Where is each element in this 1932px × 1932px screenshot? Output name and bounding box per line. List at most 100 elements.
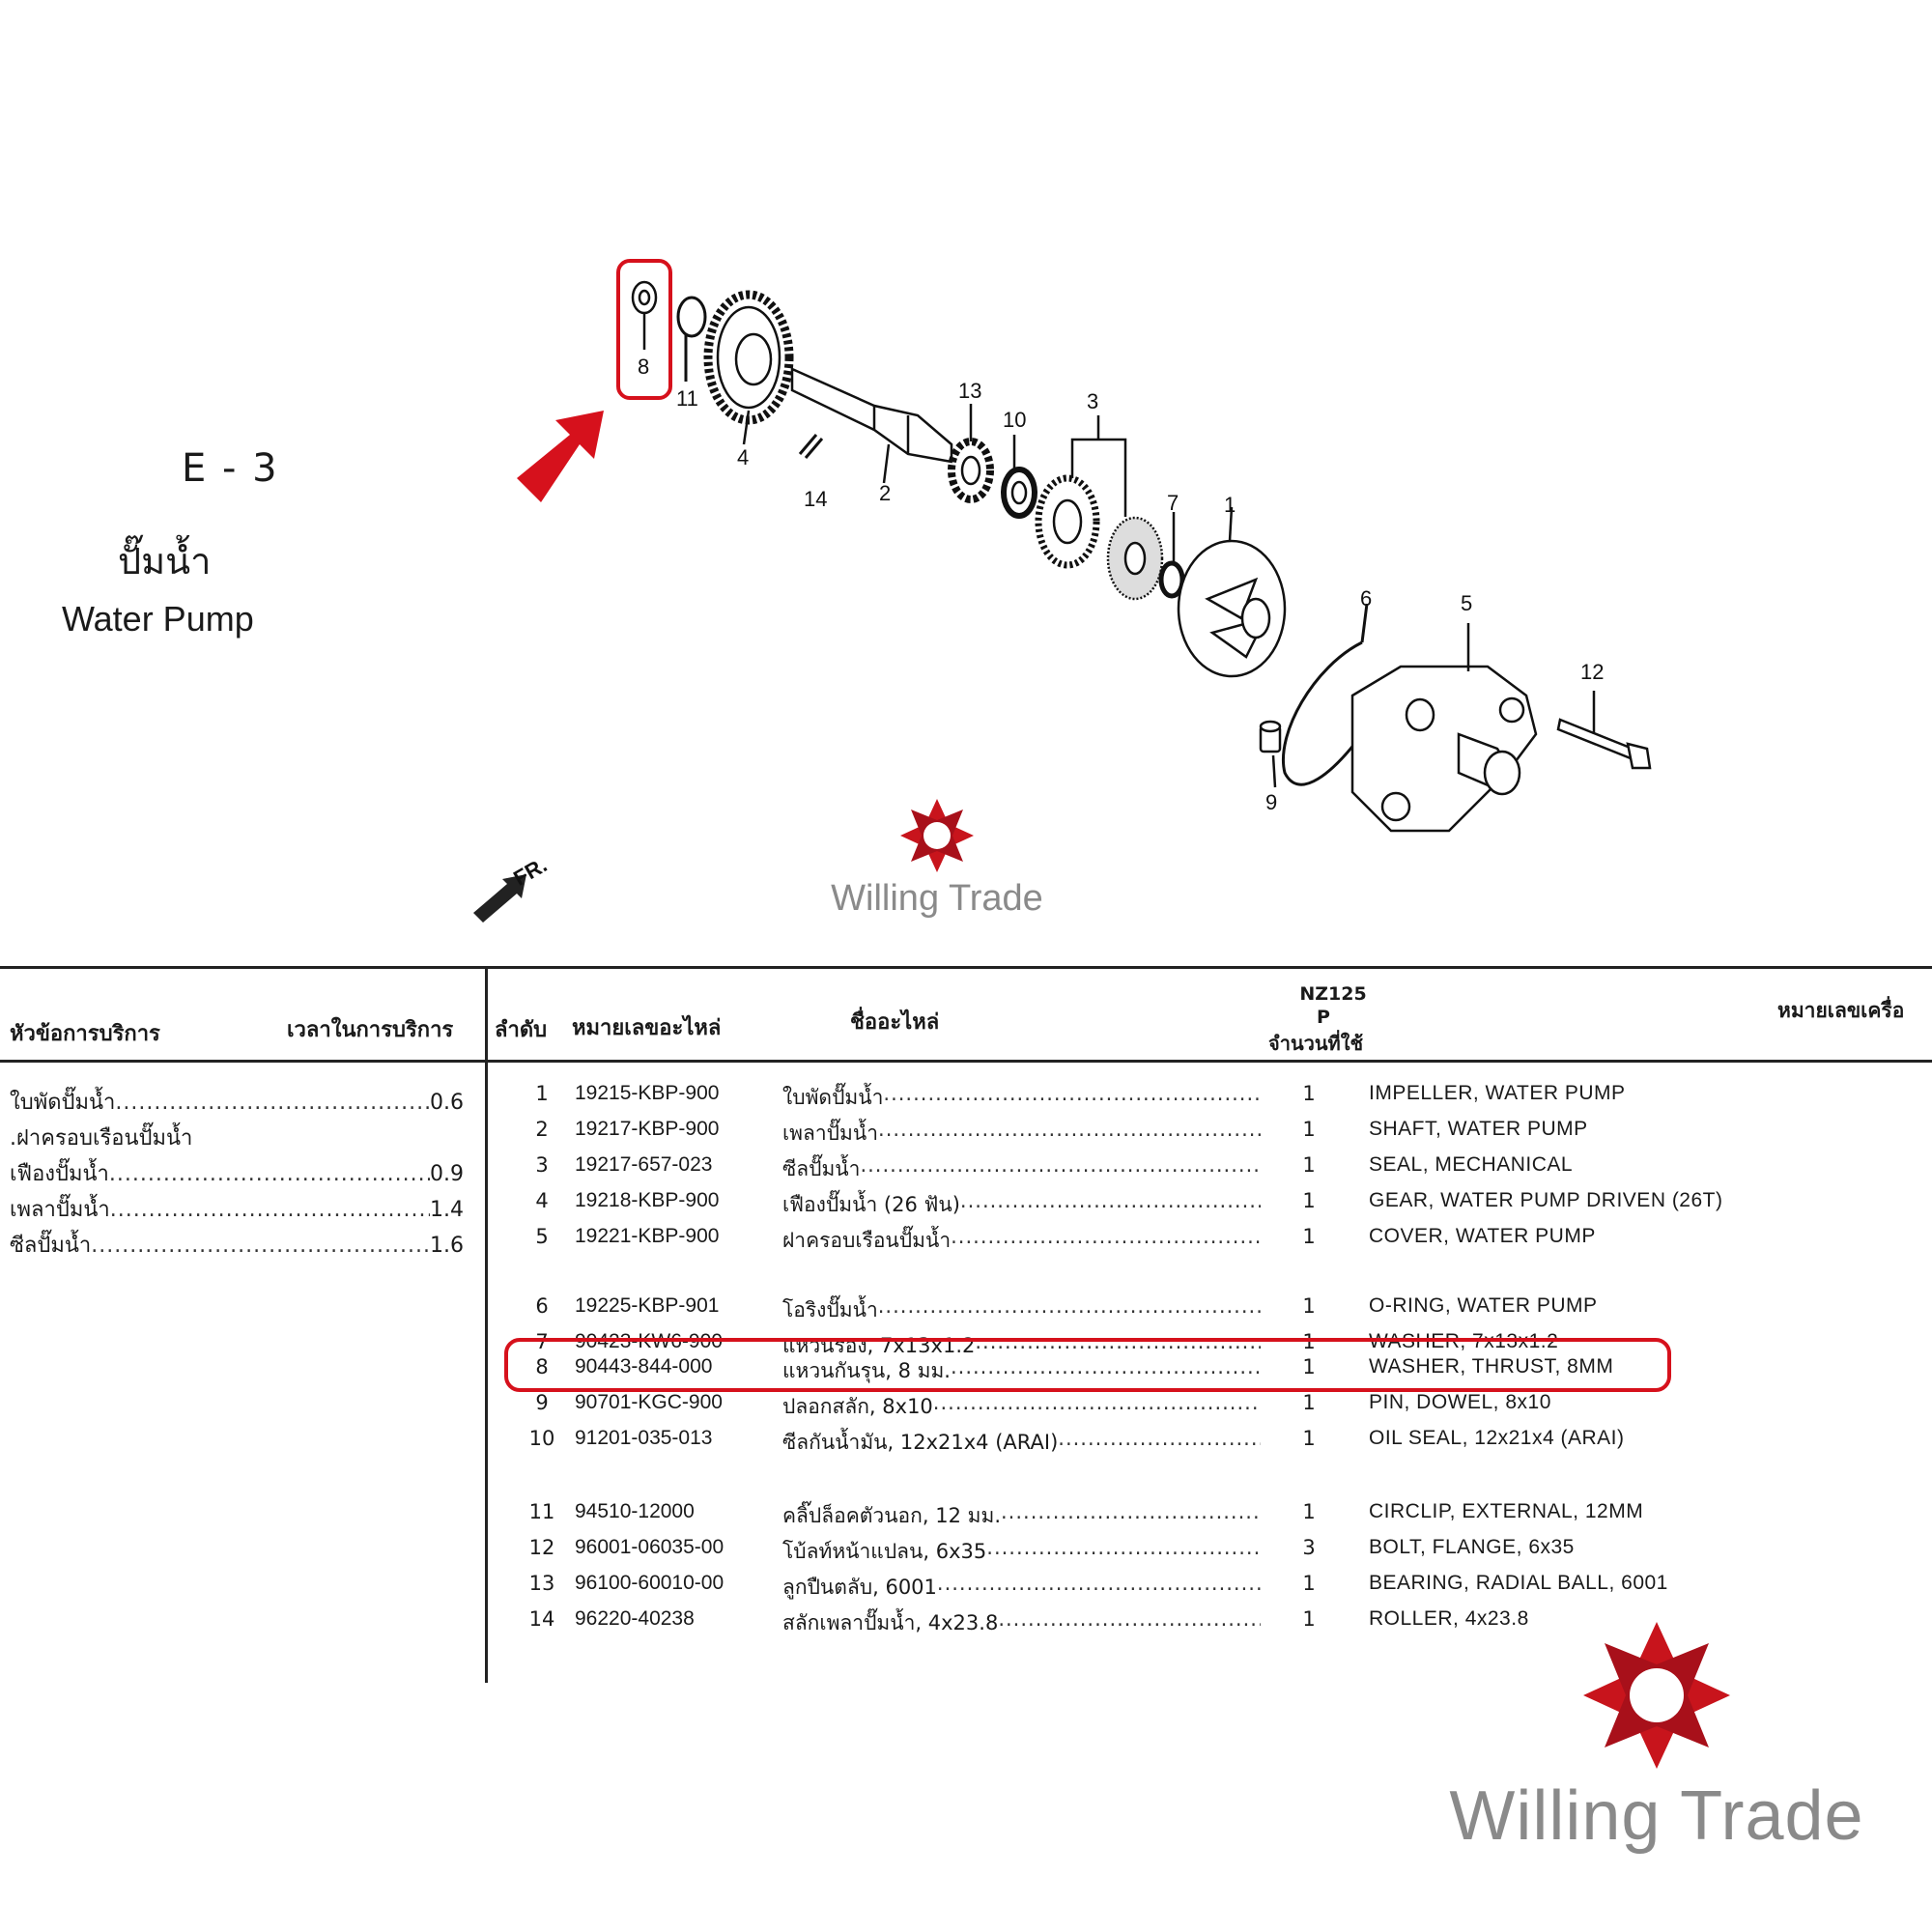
row-quantity: 1 [1302, 1294, 1316, 1318]
table-row: 6 19225-KBP-901 โอริงปั๊มน้ำ 1 O-RING, W… [488, 1294, 1927, 1329]
row-name-thai: โอริงปั๊มน้ำ [782, 1298, 878, 1321]
row-part-number: 19217-657-023 [575, 1153, 713, 1176]
table-top-rule [0, 966, 1932, 969]
part-3-seal-icon [1035, 415, 1164, 601]
row-name-thai: ปลอกสลัก, 8x10 [782, 1395, 933, 1418]
service-row: เฟืองปั๊มน้ำ0.9 [10, 1156, 464, 1191]
service-name: ใบพัดปั๊มน้ำ [10, 1091, 116, 1115]
callout-7: 7 [1167, 491, 1179, 515]
row-part-number: 96100-60010-00 [575, 1572, 724, 1594]
header-engine-number: หมายเลขเครื่อ [1777, 999, 1905, 1022]
header-service-item: หัวข้อการบริการ [10, 1022, 160, 1046]
callout-2: 2 [879, 481, 891, 505]
table-column-divider [485, 966, 488, 1683]
table-row: 10 91201-035-013 ซีลกันน้ำมัน, 12x21x4 (… [488, 1427, 1927, 1462]
service-row: .ฝาครอบเรือนปั๊มน้ำ [10, 1121, 464, 1155]
table-row: 9 90701-KGC-900 ปลอกสลัก, 8x10 1 PIN, DO… [488, 1391, 1927, 1426]
exploded-parts-diagram: 8 11 4 14 2 13 10 3 7 1 6 5 12 9 FR. [473, 259, 1652, 923]
row-quantity: 1 [1302, 1391, 1316, 1414]
table-row: 14 96220-40238 สลักเพลาปั๊มน้ำ, 4x23.8 1… [488, 1607, 1927, 1642]
callout-9: 9 [1265, 790, 1277, 814]
service-name: เพลาปั๊มน้ำ [10, 1198, 110, 1222]
row-part-number: 90701-KGC-900 [575, 1391, 723, 1413]
row-quantity: 1 [1302, 1607, 1316, 1631]
row-name-thai: ซีลกันน้ำมัน, 12x21x4 (ARAI) [782, 1431, 1059, 1454]
callout-13: 13 [958, 379, 981, 403]
row-quantity: 3 [1302, 1536, 1316, 1559]
part-9-dowel-icon [1259, 720, 1282, 788]
row-order: 12 [528, 1536, 555, 1559]
row-quantity: 1 [1302, 1355, 1316, 1378]
row-quantity: 1 [1302, 1427, 1316, 1450]
part-8-washer-icon [631, 280, 658, 350]
row-name-english: SHAFT, WATER PUMP [1369, 1118, 1588, 1140]
row-name-english: BOLT, FLANGE, 6x35 [1369, 1536, 1575, 1558]
header-part-name: ชื่ออะไหล่ [850, 1010, 940, 1035]
row-name-english: WASHER, THRUST, 8MM [1369, 1355, 1614, 1378]
part-1-impeller-icon [1177, 506, 1287, 678]
row-quantity: 1 [1302, 1153, 1316, 1177]
willing-trade-logo-icon [1583, 1622, 1730, 1769]
section-title-thai: ปั๊มน้ำ [118, 540, 212, 582]
service-row: ใบพัดปั๊มน้ำ 0.6 [10, 1085, 464, 1120]
row-part-number: 19217-KBP-900 [575, 1118, 720, 1140]
part-10-oil-seal-icon [1001, 435, 1037, 519]
row-name-thai: แหวนกันรุน, 8 มม. [782, 1359, 951, 1382]
row-8-highlight-box [504, 1338, 1671, 1392]
table-row: 1 19215-KBP-900 ใบพัดปั๊มน้ำ 1 IMPELLER,… [488, 1082, 1927, 1117]
row-name-thai: คลิ๊ปล็อคตัวนอก, 12 มม. [782, 1504, 1001, 1527]
watermark-small: Willing Trade [792, 797, 1082, 920]
service-row: เพลาปั๊มน้ำ 1.4 [10, 1192, 464, 1227]
willing-trade-logo-icon [900, 799, 974, 872]
row-part-number: 94510-12000 [575, 1500, 695, 1522]
table-row: 13 96100-60010-00 ลูกปืนตลับ, 6001 1 BEA… [488, 1572, 1927, 1606]
section-title-english: Water Pump [62, 599, 254, 639]
service-time: 1.6 [430, 1234, 464, 1258]
service-time: 0.9 [430, 1162, 464, 1186]
row-name-english: O-RING, WATER PUMP [1369, 1294, 1598, 1317]
row-quantity: 1 [1302, 1189, 1316, 1212]
service-name: .ฝาครอบเรือนปั๊มน้ำ [10, 1126, 193, 1151]
row-name-english: OIL SEAL, 12x21x4 (ARAI) [1369, 1427, 1625, 1449]
row-name-thai: เพลาปั๊มน้ำ [782, 1122, 879, 1145]
row-name-thai: เฟืองปั๊มน้ำ (26 ฟัน) [782, 1193, 960, 1216]
row-order: 2 [535, 1118, 549, 1141]
row-name-english: GEAR, WATER PUMP DRIVEN (26T) [1369, 1189, 1723, 1211]
table-row: 4 19218-KBP-900 เฟืองปั๊มน้ำ (26 ฟัน) 1 … [488, 1189, 1927, 1224]
row-order: 3 [535, 1153, 549, 1177]
service-name: ซีลปั๊มน้ำ [10, 1234, 92, 1258]
callout-5: 5 [1461, 591, 1472, 615]
row-name-english: PIN, DOWEL, 8x10 [1369, 1391, 1551, 1413]
row-quantity: 1 [1302, 1500, 1316, 1523]
row-name-thai: ใบพัดปั๊มน้ำ [782, 1086, 884, 1109]
row-quantity: 1 [1302, 1225, 1316, 1248]
row-name-thai: สลักเพลาปั๊มน้ำ, 4x23.8 [782, 1611, 999, 1634]
table-row: 3 19217-657-023 ซีลปั๊มน้ำ 1 SEAL, MECHA… [488, 1153, 1927, 1188]
table-header-rule [0, 1060, 1932, 1063]
watermark-large: Willing Trade [1406, 1618, 1908, 1856]
row-name-thai: ฝาครอบเรือนปั๊มน้ำ [782, 1229, 952, 1252]
service-time: 0.6 [430, 1091, 464, 1115]
row-part-number: 19221-KBP-900 [575, 1225, 720, 1247]
row-part-number: 96001-06035-00 [575, 1536, 724, 1558]
row-name-thai: ลูกปืนตลับ, 6001 [782, 1576, 937, 1599]
row-part-number: 96220-40238 [575, 1607, 695, 1630]
red-arrow-icon [517, 411, 604, 502]
row-part-number: 19218-KBP-900 [575, 1189, 720, 1211]
part-14-roller-icon [798, 434, 824, 459]
callout-10: 10 [1003, 408, 1026, 432]
table-row: 5 19221-KBP-900 ฝาครอบเรือนปั๊มน้ำ 1 COV… [488, 1225, 1927, 1260]
row-quantity: 1 [1302, 1082, 1316, 1105]
callout-6: 6 [1360, 586, 1372, 611]
service-time: 1.4 [430, 1198, 464, 1222]
row-order: 7 [535, 1330, 549, 1353]
row-name-english: BEARING, RADIAL BALL, 6001 [1369, 1572, 1668, 1594]
part-4-gear-icon [703, 290, 794, 445]
row-order: 13 [528, 1572, 555, 1595]
row-quantity: 1 [1302, 1118, 1316, 1141]
part-6-o-ring-icon [1282, 603, 1369, 786]
row-quantity: 1 [1302, 1330, 1316, 1353]
row-name-english: COVER, WATER PUMP [1369, 1225, 1596, 1247]
section-code: E - 3 [182, 446, 279, 491]
